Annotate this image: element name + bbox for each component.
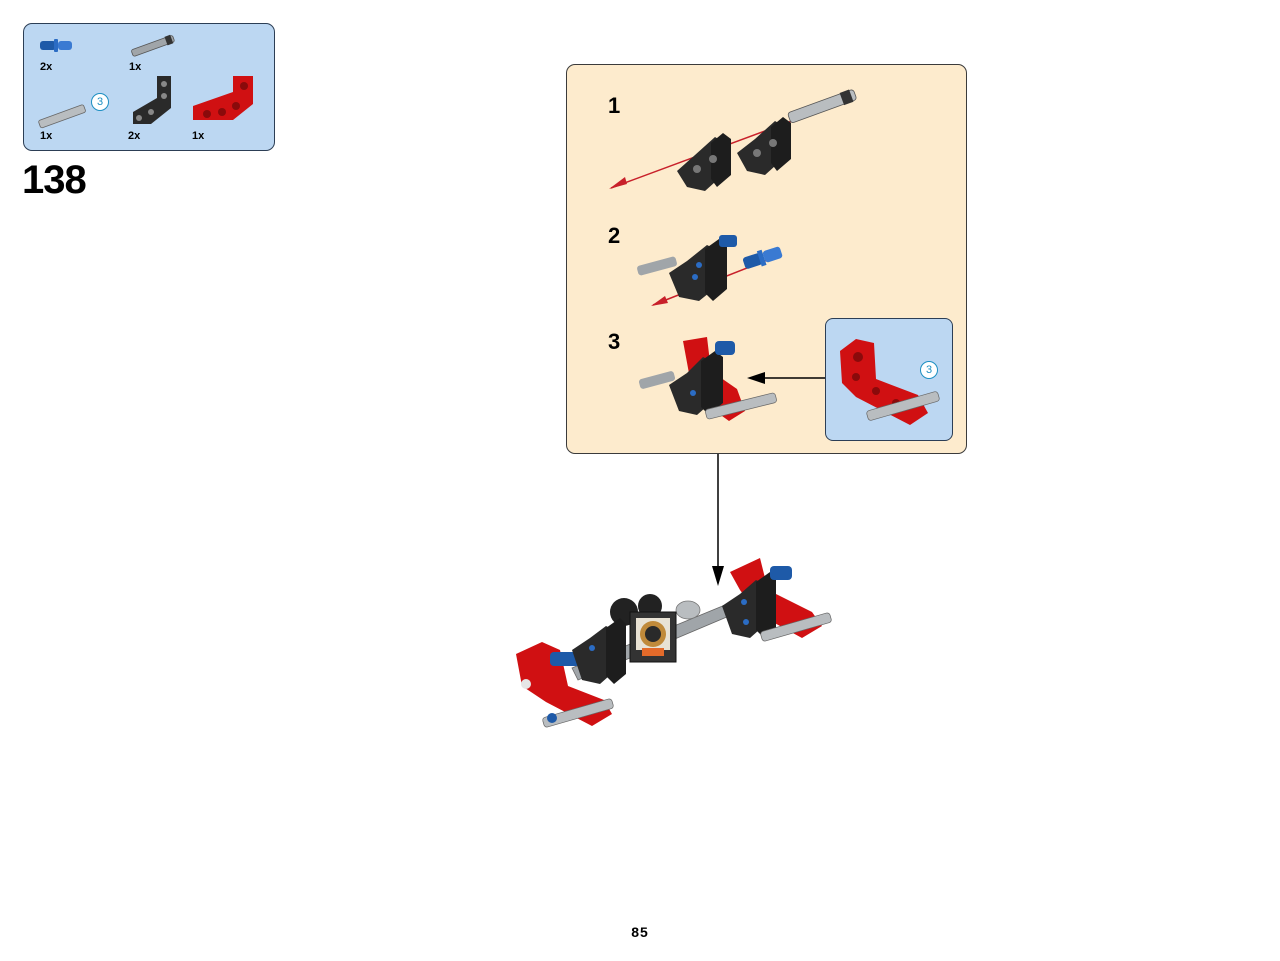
page-number: 85 [631,924,649,940]
red-beam-callout-illustration [840,339,940,425]
gray-axle-icon [131,34,175,57]
part-qty: 1x [129,61,142,73]
blue-pin-icon [40,39,72,52]
step1-illustration [609,89,857,191]
assembly-arrow [712,454,724,586]
part-qty: 2x [128,130,141,142]
main-model-illustration [516,558,832,728]
sub-step-number: 1 [608,93,621,118]
callout-arrow [747,372,827,384]
length-badge: 3 [920,361,938,379]
sub-step-number: 3 [608,329,621,354]
black-angled-beam-icon [133,76,171,124]
length-badge: 3 [91,93,109,111]
part-qty: 1x [40,130,53,142]
step3-illustration [638,337,777,421]
sub-step-number: 2 [608,223,621,248]
step2-illustration [637,235,783,306]
red-angled-beam-icon [193,76,253,120]
step-number: 138 [22,158,87,202]
callout-box: 3 [825,318,953,441]
part-qty: 2x [40,61,53,73]
parts-list: 2x 1x 3 1x 2x 1x [23,23,275,151]
long-axle-icon [38,104,86,129]
part-qty: 1x [192,130,205,142]
